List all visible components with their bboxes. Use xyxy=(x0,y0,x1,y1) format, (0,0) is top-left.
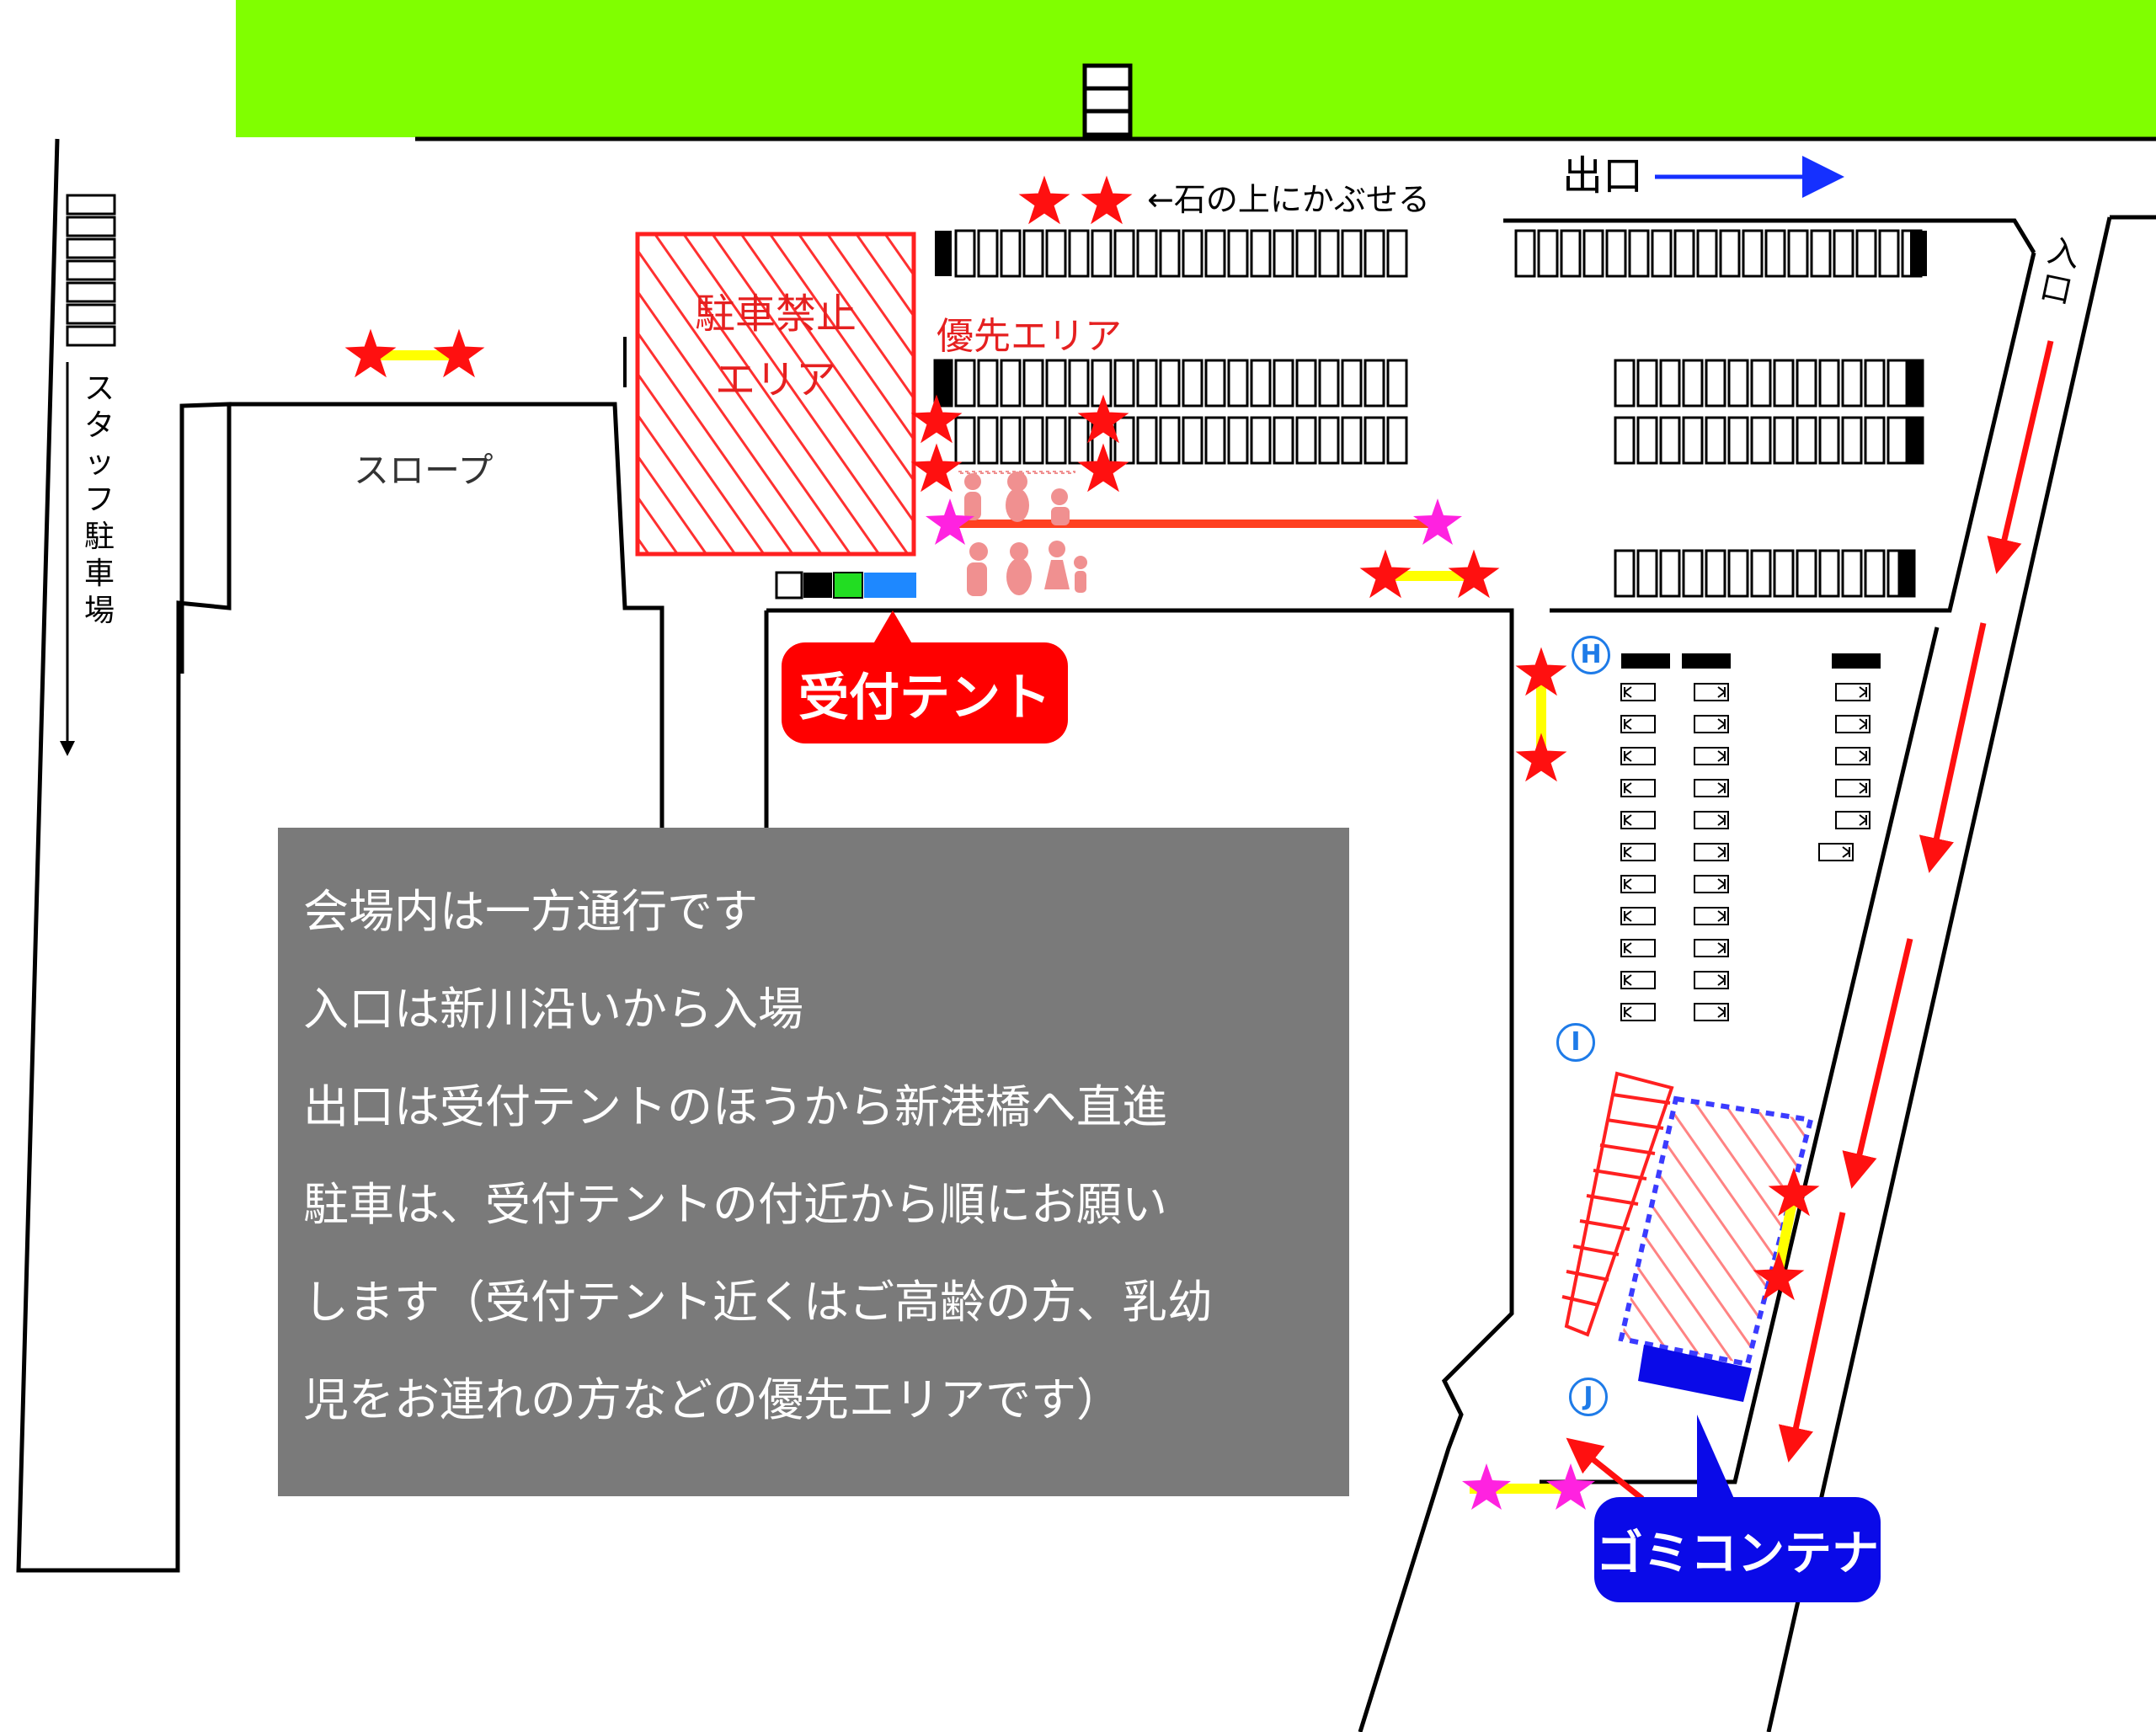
priority-area-label: 優先エリア xyxy=(937,315,1122,358)
zone-marker-i: I xyxy=(1556,1023,1595,1062)
staff-parking-label-char: フ xyxy=(83,482,115,517)
green-area xyxy=(236,0,2156,137)
slope-boundary xyxy=(229,402,664,1086)
entrance-road-right xyxy=(1766,216,2112,1732)
reception-building xyxy=(766,608,1514,1069)
staff-parking-label-char: タ xyxy=(83,408,115,443)
no-parking-area-label: 駐車禁止 エリア xyxy=(638,234,914,554)
stone-note: ←石の上にかぶせる xyxy=(1147,181,1430,218)
parking-block-h xyxy=(1620,653,1881,1021)
staff-parking-label-char: ス xyxy=(83,371,115,406)
trash-container-label: ゴミコンテナ xyxy=(1594,1497,1881,1602)
top-gate xyxy=(1082,63,1133,137)
parking-row-top-right xyxy=(1514,229,1927,278)
reception-tent-label: 受付テント xyxy=(782,642,1068,743)
notice-line: 出口は受付テントのほうから新港橋へ直進 xyxy=(303,1080,1167,1133)
staff-parking-boundary xyxy=(16,138,232,1573)
zone-marker-j: J xyxy=(1569,1378,1608,1416)
lot-lower-boundary xyxy=(1358,1069,1514,1732)
staff-parking-label-char: ッ xyxy=(83,445,115,480)
staff-parking-label: スタッフ駐車場 xyxy=(81,370,118,630)
reception-stall-colors xyxy=(775,571,916,600)
parking-rows-priority xyxy=(933,359,1408,465)
no-parking-area xyxy=(635,232,916,557)
notice-line: 会場内は一方通行です xyxy=(303,885,758,938)
notice-line: 入口は新川沿いから入場 xyxy=(303,983,803,1036)
staff-parking-slots xyxy=(66,194,116,347)
notice-line: 児をお連れの方などの優先エリアです） xyxy=(303,1373,1122,1426)
lot-right-boundary xyxy=(1540,626,1940,1484)
no-parking-line-1: 駐車禁止 xyxy=(694,290,857,338)
trash-container xyxy=(1638,1345,1752,1402)
priority-people-icon xyxy=(964,472,1087,596)
staff-parking-label-char: 場 xyxy=(83,594,115,628)
trash-label-pointer xyxy=(1697,1415,1735,1500)
staff-parking-label-char: 車 xyxy=(83,557,115,591)
exit-label: 出口 xyxy=(1562,152,1644,200)
no-parking-line-2: エリア xyxy=(714,356,836,403)
tent-label-pointer xyxy=(872,610,914,647)
parking-block-i xyxy=(1561,1071,1674,1337)
exit-road-boundary xyxy=(1503,218,2036,254)
parking-row-top-left xyxy=(935,229,1408,278)
trash-area xyxy=(1618,1095,1814,1367)
slope-label: スロープ xyxy=(354,450,494,491)
zone-marker-h: H xyxy=(1572,636,1610,674)
inner-road-boundary xyxy=(1550,252,2036,613)
staff-parking-label-char: 駐 xyxy=(83,520,115,554)
notice-line: 駐車は、受付テントの付近から順にお願い xyxy=(303,1178,1167,1231)
notice-line: します（受付テント近くはご高齢の方、乳幼 xyxy=(303,1276,1213,1329)
parking-rows-right xyxy=(1614,359,1924,598)
notice-box: 会場内は一方通行です 入口は新川沿いから入場 出口は受付テントのほうから新港橋へ… xyxy=(278,828,1349,1496)
